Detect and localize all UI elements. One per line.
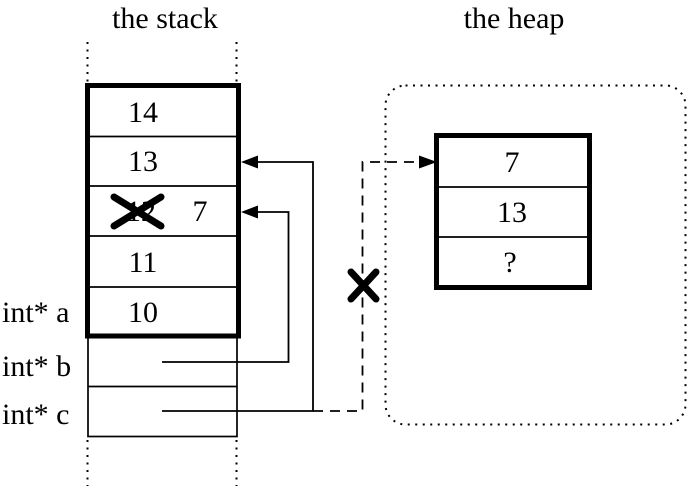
pointer-b-line: [162, 211, 290, 363]
heap-cell-value-unknown: ?: [503, 246, 516, 279]
variable-label-a: int* a: [2, 296, 70, 329]
variable-label-b: int* b: [2, 350, 71, 383]
deleted-pointer-x-icon: [347, 268, 380, 303]
pointer-c-line: [162, 161, 314, 412]
stack-title: the stack: [112, 2, 218, 35]
heap-region-dotted-border: [384, 84, 687, 426]
dangling-pointer-arrowhead-icon: [419, 155, 437, 169]
stack-cell-value-14: 14: [128, 96, 158, 129]
heap-cell-value-7: 7: [505, 146, 520, 179]
stack-cell-value-13: 13: [128, 145, 158, 178]
stack-cell-value-11: 11: [129, 246, 158, 279]
heap-title: the heap: [464, 2, 565, 35]
pointer-b-arrowhead-icon: [241, 205, 258, 219]
stack-cell-overwrite-value-7: 7: [193, 195, 208, 228]
stack-frame-box: [85, 83, 241, 339]
heap-object-box: [434, 133, 592, 290]
variable-label-c: int* c: [2, 398, 70, 431]
pointer-c-arrowhead-icon: [241, 155, 258, 169]
cross-out-x-icon: [110, 193, 165, 230]
stack-cell-value-10: 10: [128, 296, 158, 329]
heap-cell-value-13: 13: [497, 196, 527, 229]
